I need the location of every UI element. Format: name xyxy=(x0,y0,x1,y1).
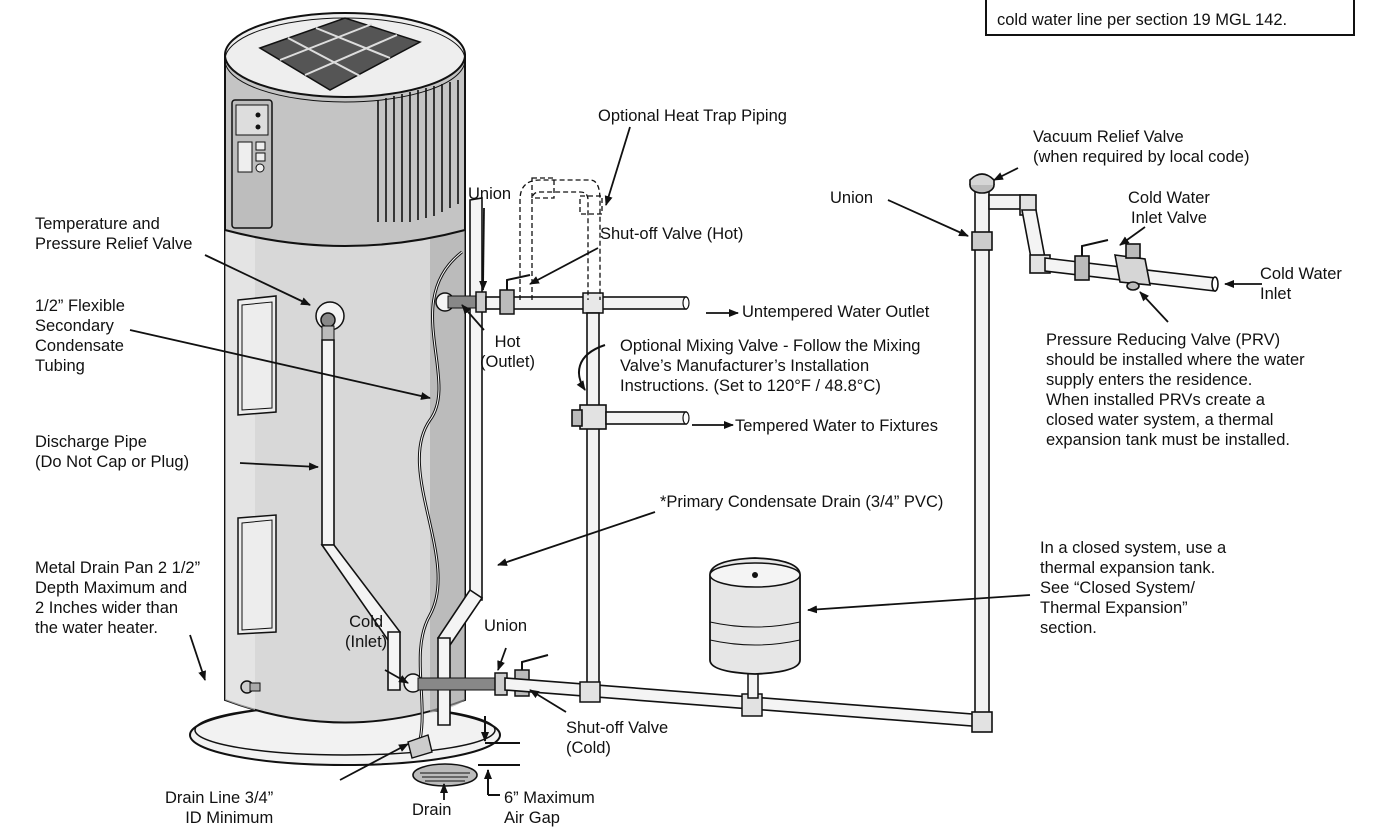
label-union-right: Union xyxy=(830,189,874,207)
tank-drain-valve xyxy=(240,680,261,694)
label-heat-trap: Optional Heat Trap Piping xyxy=(598,107,787,125)
label-vacuum-relief: Vacuum Relief Valve(when required by loc… xyxy=(1033,128,1250,166)
label-hot-outlet: Hot(Outlet) xyxy=(480,333,536,371)
mixing-arrow xyxy=(576,344,606,391)
label-shutoff-hot: Shut-off Valve (Hot) xyxy=(600,225,744,243)
label-shutoff-cold: Shut-off Valve(Cold) xyxy=(566,719,669,757)
label-tempered: Tempered Water to Fixtures xyxy=(735,417,938,435)
control-panel xyxy=(231,99,273,229)
cold-supply-riser xyxy=(969,173,1219,733)
discharge-pipe xyxy=(320,339,402,691)
label-union-top: Union xyxy=(468,185,512,203)
label-union-bottom: Union xyxy=(484,617,528,635)
expansion-tank xyxy=(709,557,801,675)
air-gap-marks xyxy=(478,716,520,796)
heat-trap-piping xyxy=(519,177,603,300)
water-heater xyxy=(224,12,466,724)
top-vent-grille xyxy=(258,17,422,91)
leader-lines xyxy=(129,126,1262,800)
side-vents xyxy=(377,80,459,222)
access-panel-upper xyxy=(237,295,277,416)
label-drain-line: Drain Line 3/4”ID Minimum xyxy=(165,789,274,827)
access-panel-lower xyxy=(237,514,277,635)
mixing-valve-piping xyxy=(571,312,690,694)
label-prv: Pressure Reducing Valve (PRV)should be i… xyxy=(1046,331,1305,449)
label-cold-inlet: Cold(Inlet) xyxy=(345,613,388,651)
note-box: cold water line per section 19 MGL 142. xyxy=(985,0,1355,36)
hot-outlet-piping xyxy=(435,274,690,315)
cold-inlet-piping xyxy=(403,654,986,728)
tp-relief-valve xyxy=(315,301,345,341)
label-mixing-valve: Optional Mixing Valve - Follow the Mixin… xyxy=(620,337,921,395)
label-untempered: Untempered Water Outlet xyxy=(742,303,930,321)
floor-drain xyxy=(407,734,478,787)
label-drain: Drain xyxy=(412,801,452,819)
label-primary-drain: *Primary Condensate Drain (3/4” PVC) xyxy=(660,493,944,511)
label-discharge: Discharge Pipe(Do Not Cap or Plug) xyxy=(35,433,190,471)
